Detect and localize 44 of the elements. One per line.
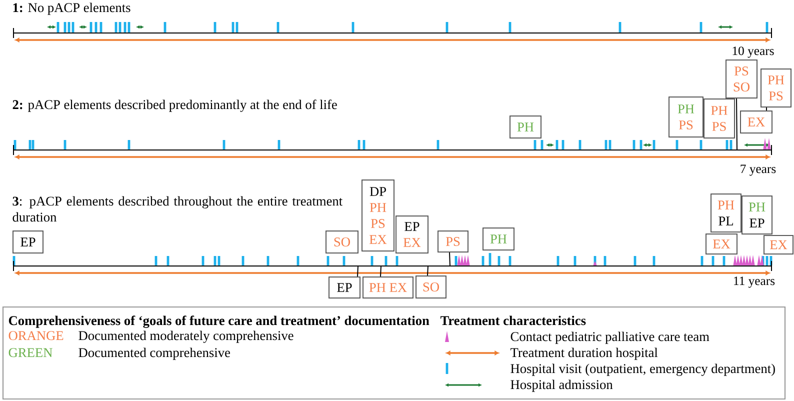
- legend-key: ORANGE: [8, 331, 64, 340]
- code-box: PH PL: [710, 194, 742, 232]
- legend-text: Documented moderately comprehensive: [78, 330, 294, 343]
- code-box: EX: [740, 110, 772, 134]
- leader-line: [357, 266, 358, 277]
- code-box: EX: [706, 234, 738, 254]
- timeline-axis: [13, 260, 772, 272]
- legend-text: Hospital admission: [510, 380, 613, 392]
- code-box: SO: [416, 276, 446, 298]
- code-box: PH: [482, 228, 514, 250]
- code-box: PH PS: [760, 68, 792, 108]
- code-box: PH PS: [704, 98, 735, 138]
- code-box: EP EX: [396, 216, 428, 254]
- code-box: PH PS: [668, 96, 704, 138]
- legend-key: GREEN: [8, 348, 52, 358]
- leader-line: [380, 266, 382, 277]
- code-box: PH EX: [362, 276, 414, 298]
- row-title: 3: pACP elements described throughout the entire treatment duration: [12, 196, 343, 222]
- code-box: PS: [438, 230, 468, 252]
- code-box: DP PH PS EX: [362, 180, 394, 252]
- leader-line: [736, 98, 738, 150]
- duration-label: 7 years: [740, 164, 776, 176]
- row-title: 2: pACP elements described predominantly at the end of life: [12, 100, 337, 112]
- code-box: PH EP: [742, 196, 772, 234]
- legend-text: Hospital visit (outpatient, emergency department): [510, 364, 775, 376]
- timeline-axis: [13, 144, 772, 156]
- duration-label: 10 years: [732, 46, 774, 58]
- leader-line: [449, 252, 450, 266]
- legend-text: Treatment duration hospital: [510, 348, 658, 360]
- code-box: PH: [510, 116, 542, 138]
- leader-line: [427, 266, 428, 276]
- legend-text: Documented comprehensive: [78, 348, 230, 360]
- code-box: EP: [328, 276, 360, 298]
- leader-line: [766, 107, 767, 111]
- legend-heading: Treatment characteristics: [440, 316, 586, 326]
- code-box: PS SO: [726, 60, 758, 98]
- duration-label: 11 years: [734, 276, 775, 288]
- legend-text: Contact pediatric palliative care team: [510, 332, 710, 344]
- code-box: SO: [326, 230, 358, 254]
- timeline-axis: [13, 28, 772, 38]
- row-title: 1: No pACP elements: [13, 2, 130, 15]
- code-box: EP: [12, 230, 44, 254]
- legend-heading: Comprehensiveness of ‘goals of future care and treatment’ documentation: [8, 316, 430, 328]
- code-box: EX: [764, 235, 794, 254]
